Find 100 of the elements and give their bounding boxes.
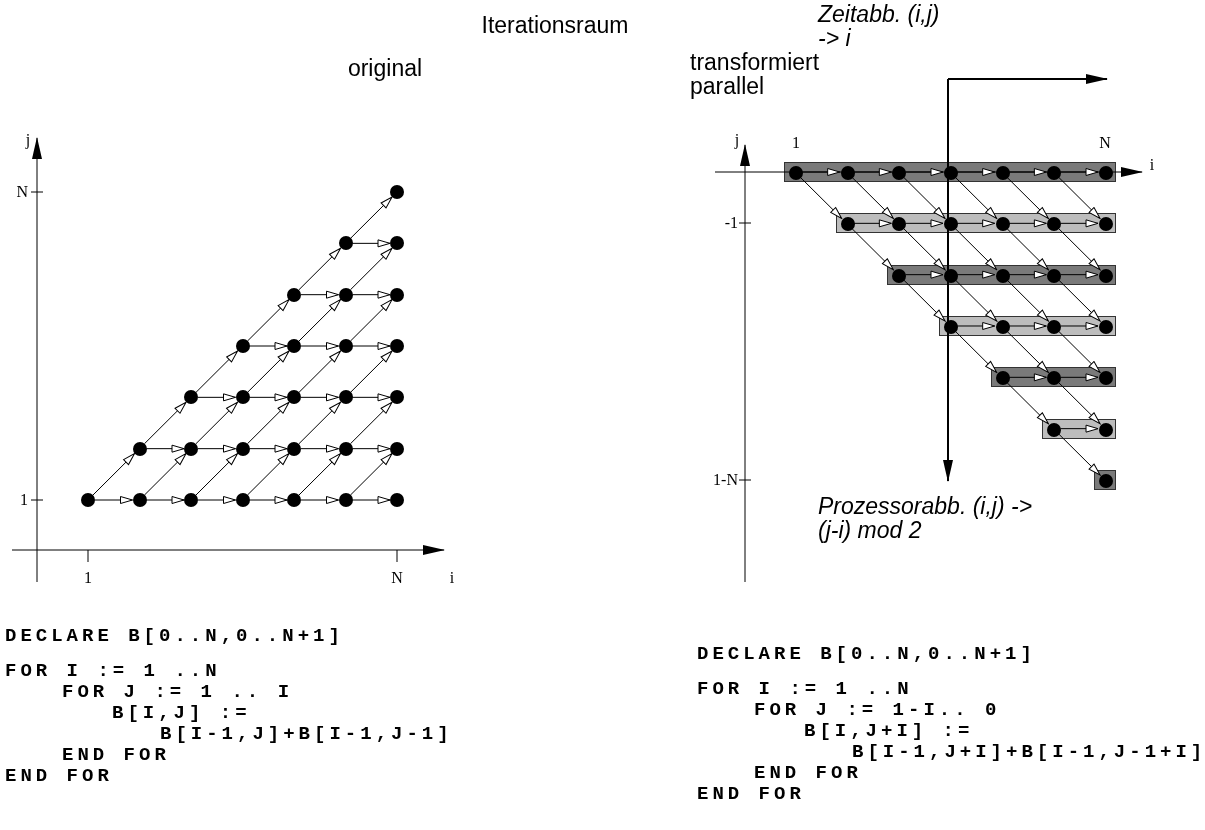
arrow [143, 401, 187, 445]
arrow [1006, 381, 1049, 425]
dot [390, 339, 404, 353]
arrow [143, 453, 187, 496]
dot [1099, 320, 1113, 334]
dot [390, 441, 404, 456]
arrow [349, 453, 393, 496]
arrow [352, 239, 391, 248]
arrow [954, 279, 998, 322]
arrow [352, 290, 391, 299]
dot [840, 166, 855, 180]
dot [995, 217, 1010, 232]
arrow [956, 270, 996, 279]
arrow [956, 168, 996, 176]
dot [1047, 166, 1062, 180]
code-line: DECLARE B[0..N,0..N+1] [5, 627, 344, 647]
arrow [1059, 373, 1099, 382]
code-line: DECLARE B[0..N,0..N+1] [697, 645, 1036, 665]
dot [287, 339, 301, 353]
arrow [246, 401, 290, 445]
arrow [352, 342, 391, 350]
arrow [1057, 433, 1101, 476]
arrow [94, 496, 133, 504]
arrow [1008, 373, 1047, 382]
arrow [1057, 381, 1101, 425]
tick-label: 1 [20, 491, 28, 509]
arrow [249, 496, 288, 504]
code-line: B[I,J] := [112, 704, 251, 724]
subheading: transformiert parallel [690, 50, 821, 99]
arrow [954, 227, 998, 271]
dot [944, 217, 958, 232]
arrow [904, 168, 944, 176]
tick-label: N [16, 183, 28, 201]
dot [944, 320, 958, 334]
dot [235, 441, 250, 456]
dot [995, 320, 1010, 334]
code-line: END FOR [697, 785, 805, 805]
arrow [92, 453, 136, 496]
arrow [1008, 168, 1047, 176]
arrow [298, 350, 342, 393]
dot [995, 166, 1010, 180]
dot [184, 390, 198, 405]
arrow [851, 227, 894, 271]
arrow [349, 247, 393, 291]
dot [390, 493, 404, 507]
dot [390, 185, 404, 199]
dot [1099, 268, 1113, 283]
arrow [1006, 227, 1049, 271]
code-line: END FOR [62, 746, 170, 766]
tick-label: 1 [84, 569, 92, 587]
arrow [1057, 176, 1101, 219]
dot [390, 236, 404, 251]
tick-label: i [449, 569, 455, 587]
dot [944, 166, 958, 180]
tick-label: -1 [724, 214, 738, 232]
arrow [197, 496, 236, 504]
arrow [1057, 330, 1101, 373]
tick-label: 1-N [713, 471, 738, 489]
arrow [349, 401, 393, 445]
arrow [352, 444, 391, 453]
arrow [195, 401, 239, 445]
dot [132, 493, 147, 507]
arrow [1057, 227, 1101, 271]
tick-label: j [25, 131, 31, 149]
dot [338, 441, 353, 456]
arrow [298, 247, 342, 291]
arrow [1008, 322, 1047, 330]
dot [235, 493, 250, 507]
dot [995, 268, 1010, 283]
arrow [1006, 330, 1049, 373]
dot [892, 268, 907, 283]
dot [390, 287, 404, 302]
dot [1047, 268, 1062, 283]
dot [184, 493, 198, 507]
arrow [1057, 279, 1101, 322]
arrow [1059, 424, 1099, 433]
arrow [300, 444, 339, 453]
arrow [954, 176, 998, 219]
arrow [349, 196, 393, 239]
dot [338, 493, 353, 507]
dot [338, 339, 353, 353]
arrow [249, 393, 288, 402]
dot [235, 390, 250, 405]
dot [1099, 166, 1113, 180]
code-line: END FOR [5, 767, 113, 787]
arrow [195, 350, 239, 393]
arrow [197, 444, 236, 453]
code-line: FOR I := 1 ..N [697, 680, 913, 700]
code-line: FOR J := 1 .. I [62, 683, 294, 703]
dot [1047, 217, 1062, 232]
dot [840, 217, 855, 232]
arrow [801, 168, 841, 176]
dot [944, 268, 958, 283]
arrow [902, 227, 946, 271]
tick-label: 1 [792, 134, 800, 152]
title: Iterationsraum [481, 12, 629, 38]
arrow [195, 453, 239, 496]
arrow [300, 290, 339, 299]
dot [1099, 371, 1113, 386]
arrow [1006, 176, 1049, 219]
